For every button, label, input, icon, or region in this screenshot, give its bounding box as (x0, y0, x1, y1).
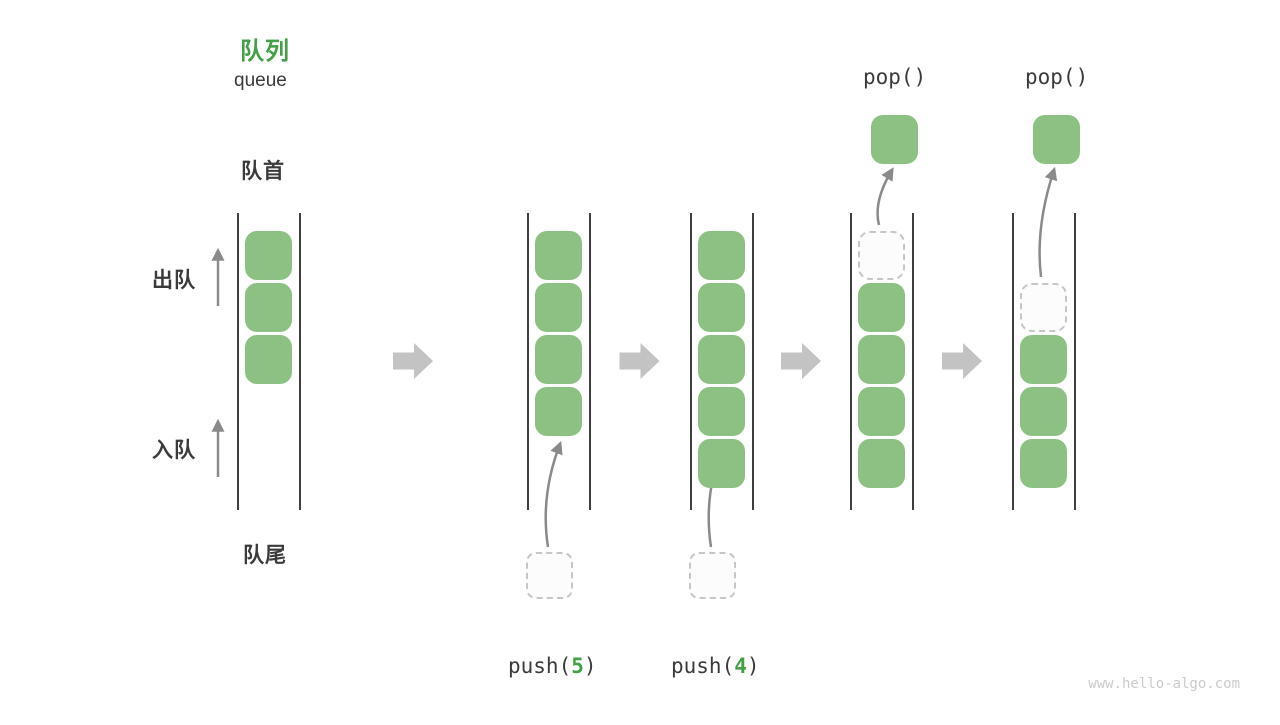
queue-item-box (244, 283, 292, 332)
queue-wall-right (752, 213, 754, 510)
queue-item-box (857, 387, 905, 436)
pending-item-box (689, 552, 736, 599)
queue-item-box (534, 335, 582, 384)
queue-item-box (1019, 439, 1067, 488)
state-transition-arrow (781, 343, 821, 379)
queue-item-box (534, 283, 582, 332)
queue-item-box (534, 231, 582, 280)
queue-wall-right (1074, 213, 1076, 510)
queue-item-box (1019, 335, 1067, 384)
queue-item-box (697, 439, 745, 488)
enqueue-op-code: push(4) (671, 654, 760, 678)
state-transition-arrow (393, 343, 433, 379)
queue-item-box (857, 439, 905, 488)
diagram-subtitle: queue (234, 70, 287, 91)
dequeue-side-label: 出队 (152, 269, 196, 292)
queue-front-label: 队首 (241, 160, 285, 183)
queue-item-box (857, 335, 905, 384)
state-transition-arrow (619, 343, 660, 379)
queue-item-box (697, 335, 745, 384)
pending-item-box (526, 552, 573, 599)
enqueue-side-label: 入队 (152, 439, 196, 462)
queue-wall-left (1012, 213, 1014, 510)
queue-item-box (1019, 387, 1067, 436)
queue-rear-label: 队尾 (243, 544, 287, 567)
diagram-title: 队列 (240, 38, 290, 65)
enqueue-op-code: push(5) (508, 654, 597, 678)
queue-wall-left (527, 213, 529, 510)
queue-item-removed-box (857, 231, 905, 280)
queue-item-box (697, 283, 745, 332)
queue-wall-right (912, 213, 914, 510)
popped-item-box (871, 115, 918, 164)
state-transition-arrow (942, 343, 982, 379)
watermark: www.hello-algo.com (1088, 676, 1240, 692)
popped-item-box (1033, 115, 1080, 164)
dequeue-path-arrow (876, 167, 894, 226)
queue-wall-right (589, 213, 591, 510)
queue-item-box (697, 231, 745, 280)
queue-item-box (857, 283, 905, 332)
dequeue-path-arrow (1038, 166, 1058, 278)
queue-wall-left (850, 213, 852, 510)
queue-wall-left (690, 213, 692, 510)
enqueue-path-arrow (544, 440, 563, 548)
queue-item-box (697, 387, 745, 436)
queue-wall-right (299, 213, 301, 510)
queue-item-box (534, 387, 582, 436)
dequeue-op-code: pop() (863, 65, 927, 89)
dequeue-op-code: pop() (1025, 65, 1089, 89)
queue-item-box (244, 231, 292, 280)
queue-item-box (244, 335, 292, 384)
queue-item-removed-box (1019, 283, 1067, 332)
queue-wall-left (237, 213, 239, 510)
